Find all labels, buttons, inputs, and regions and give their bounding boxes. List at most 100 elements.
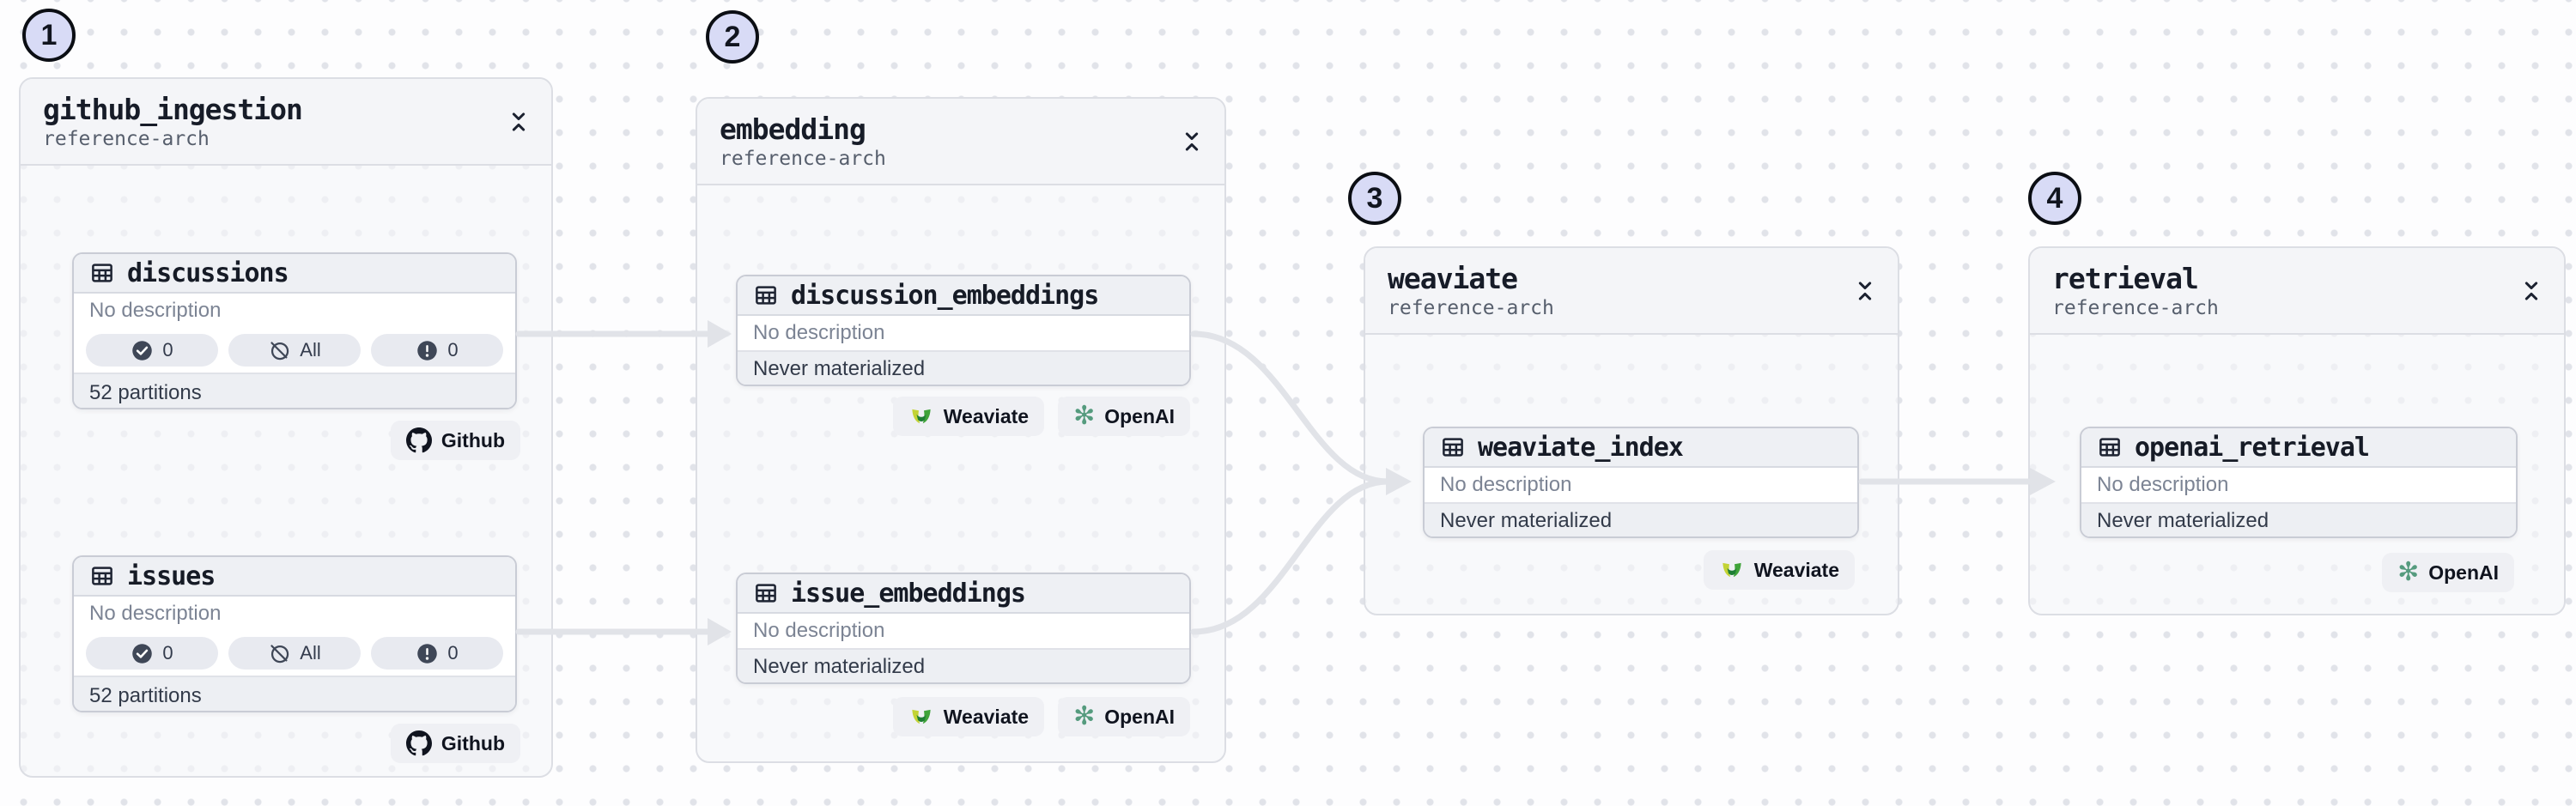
- asset-node-discussion_embeddings[interactable]: discussion_embeddings No description Nev…: [736, 275, 1191, 386]
- asset-description: No description: [1425, 468, 1857, 502]
- kind-tag-github[interactable]: Github: [390, 421, 520, 460]
- kind-tag-github[interactable]: Github: [390, 724, 520, 763]
- asset-name: issue_embeddings: [791, 578, 1026, 609]
- group-embedding: embedding reference-arch discussion_embe…: [696, 97, 1226, 763]
- group-title: weaviate: [1388, 262, 1518, 295]
- tag-label: Weaviate: [943, 404, 1030, 427]
- asset-node-header: openai_retrieval: [2081, 428, 2516, 468]
- table-icon: [2097, 434, 2123, 460]
- openai-icon: ✻: [1073, 701, 1096, 731]
- tag-row: Github: [390, 724, 520, 763]
- weaviate-icon: [908, 403, 934, 429]
- group-retrieval: retrieval reference-arch openai_retrieva…: [2028, 246, 2566, 615]
- materialized-count: 0: [162, 642, 173, 664]
- tag-label: OpenAI: [1104, 404, 1175, 427]
- group-subtitle: reference-arch: [1388, 297, 1554, 319]
- group-weaviate: weaviate reference-arch weaviate_index N…: [1364, 246, 1899, 615]
- openai-icon: ✻: [2397, 557, 2420, 587]
- tag-row: Github: [390, 421, 520, 460]
- failed-count-pill[interactable]: 0: [371, 334, 503, 367]
- tag-label: OpenAI: [2428, 561, 2499, 584]
- slash-circle-icon: [268, 642, 291, 665]
- missing-count-pill[interactable]: All: [228, 637, 361, 670]
- group-header: embedding reference-arch: [697, 99, 1224, 185]
- alert-circle-icon: [416, 642, 439, 665]
- group-header: github_ingestion reference-arch: [21, 79, 551, 166]
- step-badge-3: 3: [1348, 172, 1401, 225]
- step-number: 1: [40, 18, 58, 52]
- collapse-group-button[interactable]: [503, 106, 534, 137]
- asset-name: weaviate_index: [1478, 432, 1684, 463]
- materialized-count: 0: [162, 339, 173, 361]
- collapse-group-button[interactable]: [2516, 276, 2547, 306]
- group-title: embedding: [720, 112, 866, 146]
- alert-circle-icon: [416, 339, 439, 362]
- asset-node-header: discussion_embeddings: [738, 276, 1189, 316]
- failed-count-pill[interactable]: 0: [371, 637, 503, 670]
- kind-tag-openai[interactable]: ✻ OpenAI: [1058, 697, 1190, 736]
- kind-tag-weaviate[interactable]: Weaviate: [1703, 550, 1855, 590]
- materialization-status: Never materialized: [738, 350, 1189, 385]
- asset-node-openai_retrieval[interactable]: openai_retrieval No description Never ma…: [2080, 427, 2518, 538]
- tag-label: Weaviate: [943, 705, 1030, 728]
- materialization-status: Never materialized: [738, 648, 1189, 682]
- weaviate-icon: [908, 704, 934, 730]
- asset-name: discussions: [127, 258, 289, 288]
- failed-count: 0: [447, 339, 459, 361]
- step-number: 3: [1366, 181, 1383, 215]
- tag-label: Github: [440, 428, 505, 451]
- asset-node-issues[interactable]: issues No description 0 All: [72, 555, 517, 712]
- partition-count-footer: 52 partitions: [74, 373, 515, 408]
- asset-node-header: issue_embeddings: [738, 574, 1189, 614]
- collapse-vertical-icon: [1853, 276, 1877, 306]
- asset-description: No description: [2081, 468, 2516, 502]
- weaviate-icon: [1719, 557, 1745, 583]
- step-badge-4: 4: [2028, 172, 2081, 225]
- group-subtitle: reference-arch: [2052, 297, 2219, 319]
- missing-count: All: [300, 339, 321, 361]
- failed-count: 0: [447, 642, 459, 664]
- asset-node-header: issues: [74, 557, 515, 597]
- collapse-vertical-icon: [1180, 127, 1204, 156]
- collapse-vertical-icon: [2519, 276, 2543, 306]
- group-header: retrieval reference-arch: [2030, 248, 2564, 335]
- tag-row: ✻ OpenAI: [2382, 553, 2514, 592]
- asset-description: No description: [74, 597, 515, 631]
- table-icon: [1440, 434, 1466, 460]
- slash-circle-icon: [268, 339, 291, 362]
- group-subtitle: reference-arch: [43, 128, 210, 150]
- missing-count-pill[interactable]: All: [228, 334, 361, 367]
- group-title: retrieval: [2052, 262, 2199, 295]
- kind-tag-weaviate[interactable]: Weaviate: [892, 697, 1045, 736]
- materialized-count-pill[interactable]: 0: [86, 637, 218, 670]
- kind-tag-openai[interactable]: ✻ OpenAI: [1058, 397, 1190, 436]
- openai-icon: ✻: [1073, 401, 1096, 431]
- group-subtitle: reference-arch: [720, 148, 886, 170]
- collapse-group-button[interactable]: [1176, 126, 1207, 157]
- step-number: 2: [724, 20, 741, 53]
- table-icon: [89, 260, 115, 286]
- asset-description: No description: [74, 294, 515, 328]
- partition-stats-row: 0 All 0: [74, 328, 515, 373]
- check-circle-icon: [131, 642, 154, 665]
- asset-node-issue_embeddings[interactable]: issue_embeddings No description Never ma…: [736, 573, 1191, 684]
- materialization-status: Never materialized: [2081, 502, 2516, 536]
- tag-row: Weaviate: [1703, 550, 1855, 590]
- tag-label: Github: [440, 731, 505, 754]
- group-title: github_ingestion: [43, 93, 303, 126]
- asset-node-weaviate_index[interactable]: weaviate_index No description Never mate…: [1423, 427, 1859, 538]
- collapse-group-button[interactable]: [1850, 276, 1880, 306]
- asset-name: openai_retrieval: [2135, 432, 2370, 463]
- group-github_ingestion: github_ingestion reference-arch discussi…: [19, 77, 553, 778]
- group-header: weaviate reference-arch: [1365, 248, 1898, 335]
- check-circle-icon: [131, 339, 154, 362]
- asset-node-header: discussions: [74, 254, 515, 294]
- asset-node-header: weaviate_index: [1425, 428, 1857, 468]
- collapse-vertical-icon: [507, 107, 531, 136]
- kind-tag-openai[interactable]: ✻ OpenAI: [2382, 553, 2514, 592]
- materialized-count-pill[interactable]: 0: [86, 334, 218, 367]
- asset-description: No description: [738, 316, 1189, 350]
- kind-tag-weaviate[interactable]: Weaviate: [892, 397, 1045, 436]
- asset-node-discussions[interactable]: discussions No description 0 All: [72, 252, 517, 409]
